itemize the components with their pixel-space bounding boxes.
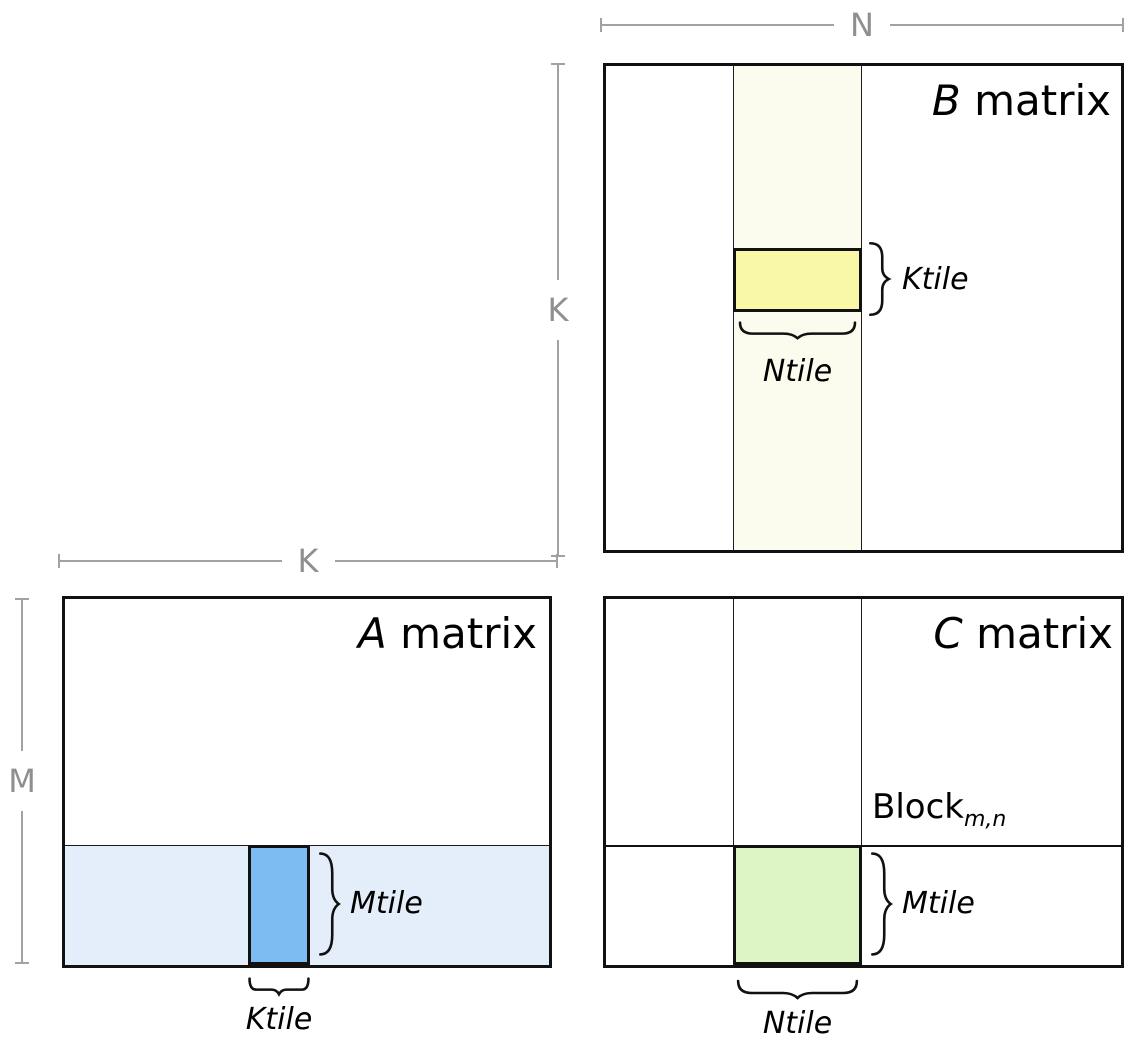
- dimension-tick: [15, 598, 29, 600]
- dimension-segment: [334, 560, 557, 562]
- dimension-tick: [551, 63, 565, 65]
- a-matrix-word: matrix: [400, 609, 537, 658]
- a-mtile-brace: [316, 849, 342, 959]
- c-column-guides: [733, 599, 862, 845]
- m-dimension-label: M: [8, 762, 36, 800]
- b-matrix: B matrix Ktile Ntile: [603, 63, 1124, 553]
- c-mtile-brace: [868, 849, 894, 959]
- dimension-tick: [58, 554, 60, 568]
- b-matrix-letter: B: [931, 76, 961, 125]
- k-dimension-line-horizontal: K: [58, 542, 559, 580]
- dimension-tick: [1122, 18, 1124, 32]
- dimension-segment: [21, 811, 23, 962]
- a-ktile-label: Ktile: [245, 1002, 313, 1037]
- a-ktile-brace: [248, 976, 310, 996]
- b-matrix-word: matrix: [974, 76, 1111, 125]
- k-dimension-label-horizontal: K: [297, 542, 319, 580]
- a-ktile-mtile-tile: [248, 845, 310, 965]
- dimension-tick: [15, 962, 29, 964]
- dimension-segment: [557, 65, 559, 280]
- c-matrix-title: C matrix: [933, 611, 1113, 657]
- dimension-segment: [557, 340, 559, 555]
- a-matrix-title: A matrix: [358, 611, 537, 657]
- b-matrix-title: B matrix: [932, 78, 1111, 124]
- c-matrix-letter: C: [933, 609, 963, 658]
- dimension-segment: [602, 24, 835, 26]
- m-dimension-line: M: [8, 598, 36, 964]
- b-ntile-label: Ntile: [762, 354, 833, 389]
- b-ktile-label: Ktile: [902, 262, 969, 297]
- c-block-label-base: Block: [872, 787, 964, 827]
- dimension-segment: [889, 24, 1122, 26]
- c-block-label: Blockm,n: [872, 787, 1006, 830]
- b-ktile-tile: [733, 248, 862, 312]
- c-matrix: C matrix Blockm,n Mtile: [603, 596, 1124, 968]
- b-ktile-brace: [866, 240, 892, 318]
- k-dimension-line-vertical: K: [544, 63, 572, 557]
- k-dimension-label-vertical: K: [547, 291, 569, 329]
- dimension-tick: [600, 18, 602, 32]
- a-mtile-label: Mtile: [350, 886, 423, 921]
- c-row-divider: [606, 845, 1121, 847]
- a-matrix-letter: A: [357, 609, 387, 658]
- a-matrix: A matrix Mtile: [62, 596, 552, 968]
- dimension-segment: [60, 560, 282, 562]
- c-ntile-brace: [735, 978, 860, 1000]
- n-dimension-label: N: [850, 6, 874, 44]
- c-block-label-subscript: m,n: [963, 806, 1007, 832]
- dimension-tick: [556, 554, 559, 568]
- c-mtile-label: Mtile: [902, 886, 975, 921]
- dimension-segment: [21, 600, 23, 751]
- c-matrix-word: matrix: [976, 609, 1113, 658]
- b-ntile-brace: [737, 320, 858, 340]
- c-block-tile: [733, 845, 862, 965]
- c-ntile-label: Ntile: [762, 1006, 833, 1041]
- n-dimension-line: N: [600, 6, 1124, 44]
